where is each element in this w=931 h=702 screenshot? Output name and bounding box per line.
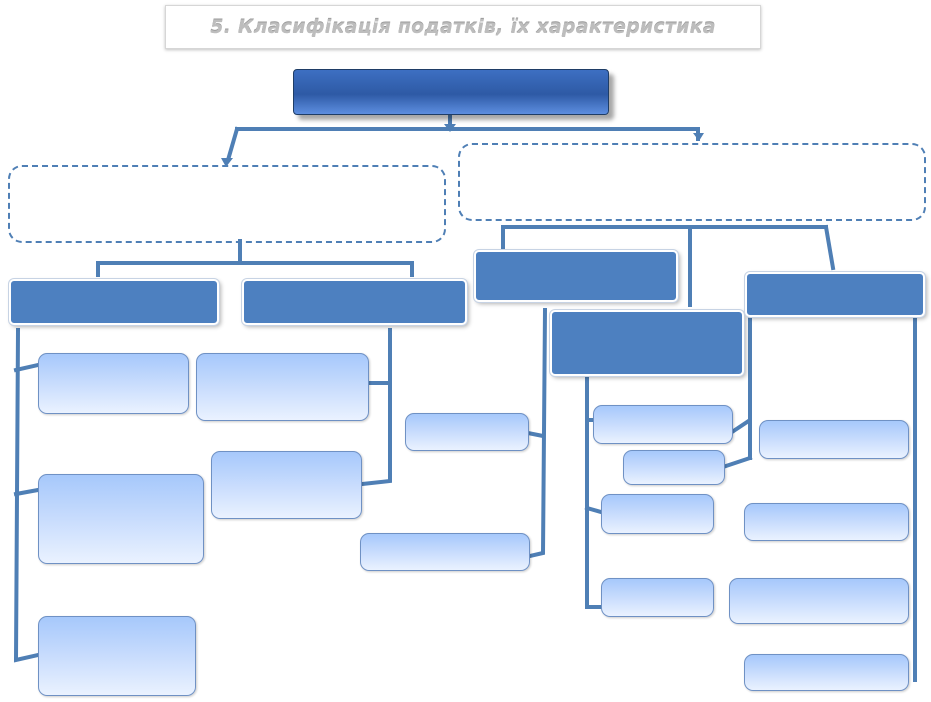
leaf-box: [623, 450, 725, 485]
leaf-box: [360, 533, 530, 571]
leaf-box: [744, 503, 909, 541]
left-header-1: [9, 279, 219, 325]
leaf-box: [601, 494, 714, 534]
leaf-box: [759, 420, 909, 459]
right-header-1: [474, 250, 678, 302]
leaf-box: [405, 413, 529, 451]
leaf-box: [196, 353, 369, 421]
right-header-2: [550, 310, 744, 376]
leaf-box: [593, 405, 733, 444]
slide-title: 5. Класифікація податків, їх характерист…: [210, 16, 716, 38]
right-header-3: [745, 272, 925, 317]
leaf-box: [601, 578, 714, 617]
leaf-box: [729, 578, 909, 624]
leaf-box: [38, 616, 196, 696]
left-group-box: [8, 165, 446, 243]
leaf-box: [744, 654, 909, 691]
slide-title-banner: 5. Класифікація податків, їх характерист…: [165, 5, 761, 49]
root-box: [293, 69, 609, 115]
right-group-box: [458, 143, 926, 221]
leaf-box: [38, 474, 204, 564]
left-header-2: [242, 279, 467, 325]
leaf-box: [38, 353, 189, 414]
leaf-box: [211, 451, 362, 519]
